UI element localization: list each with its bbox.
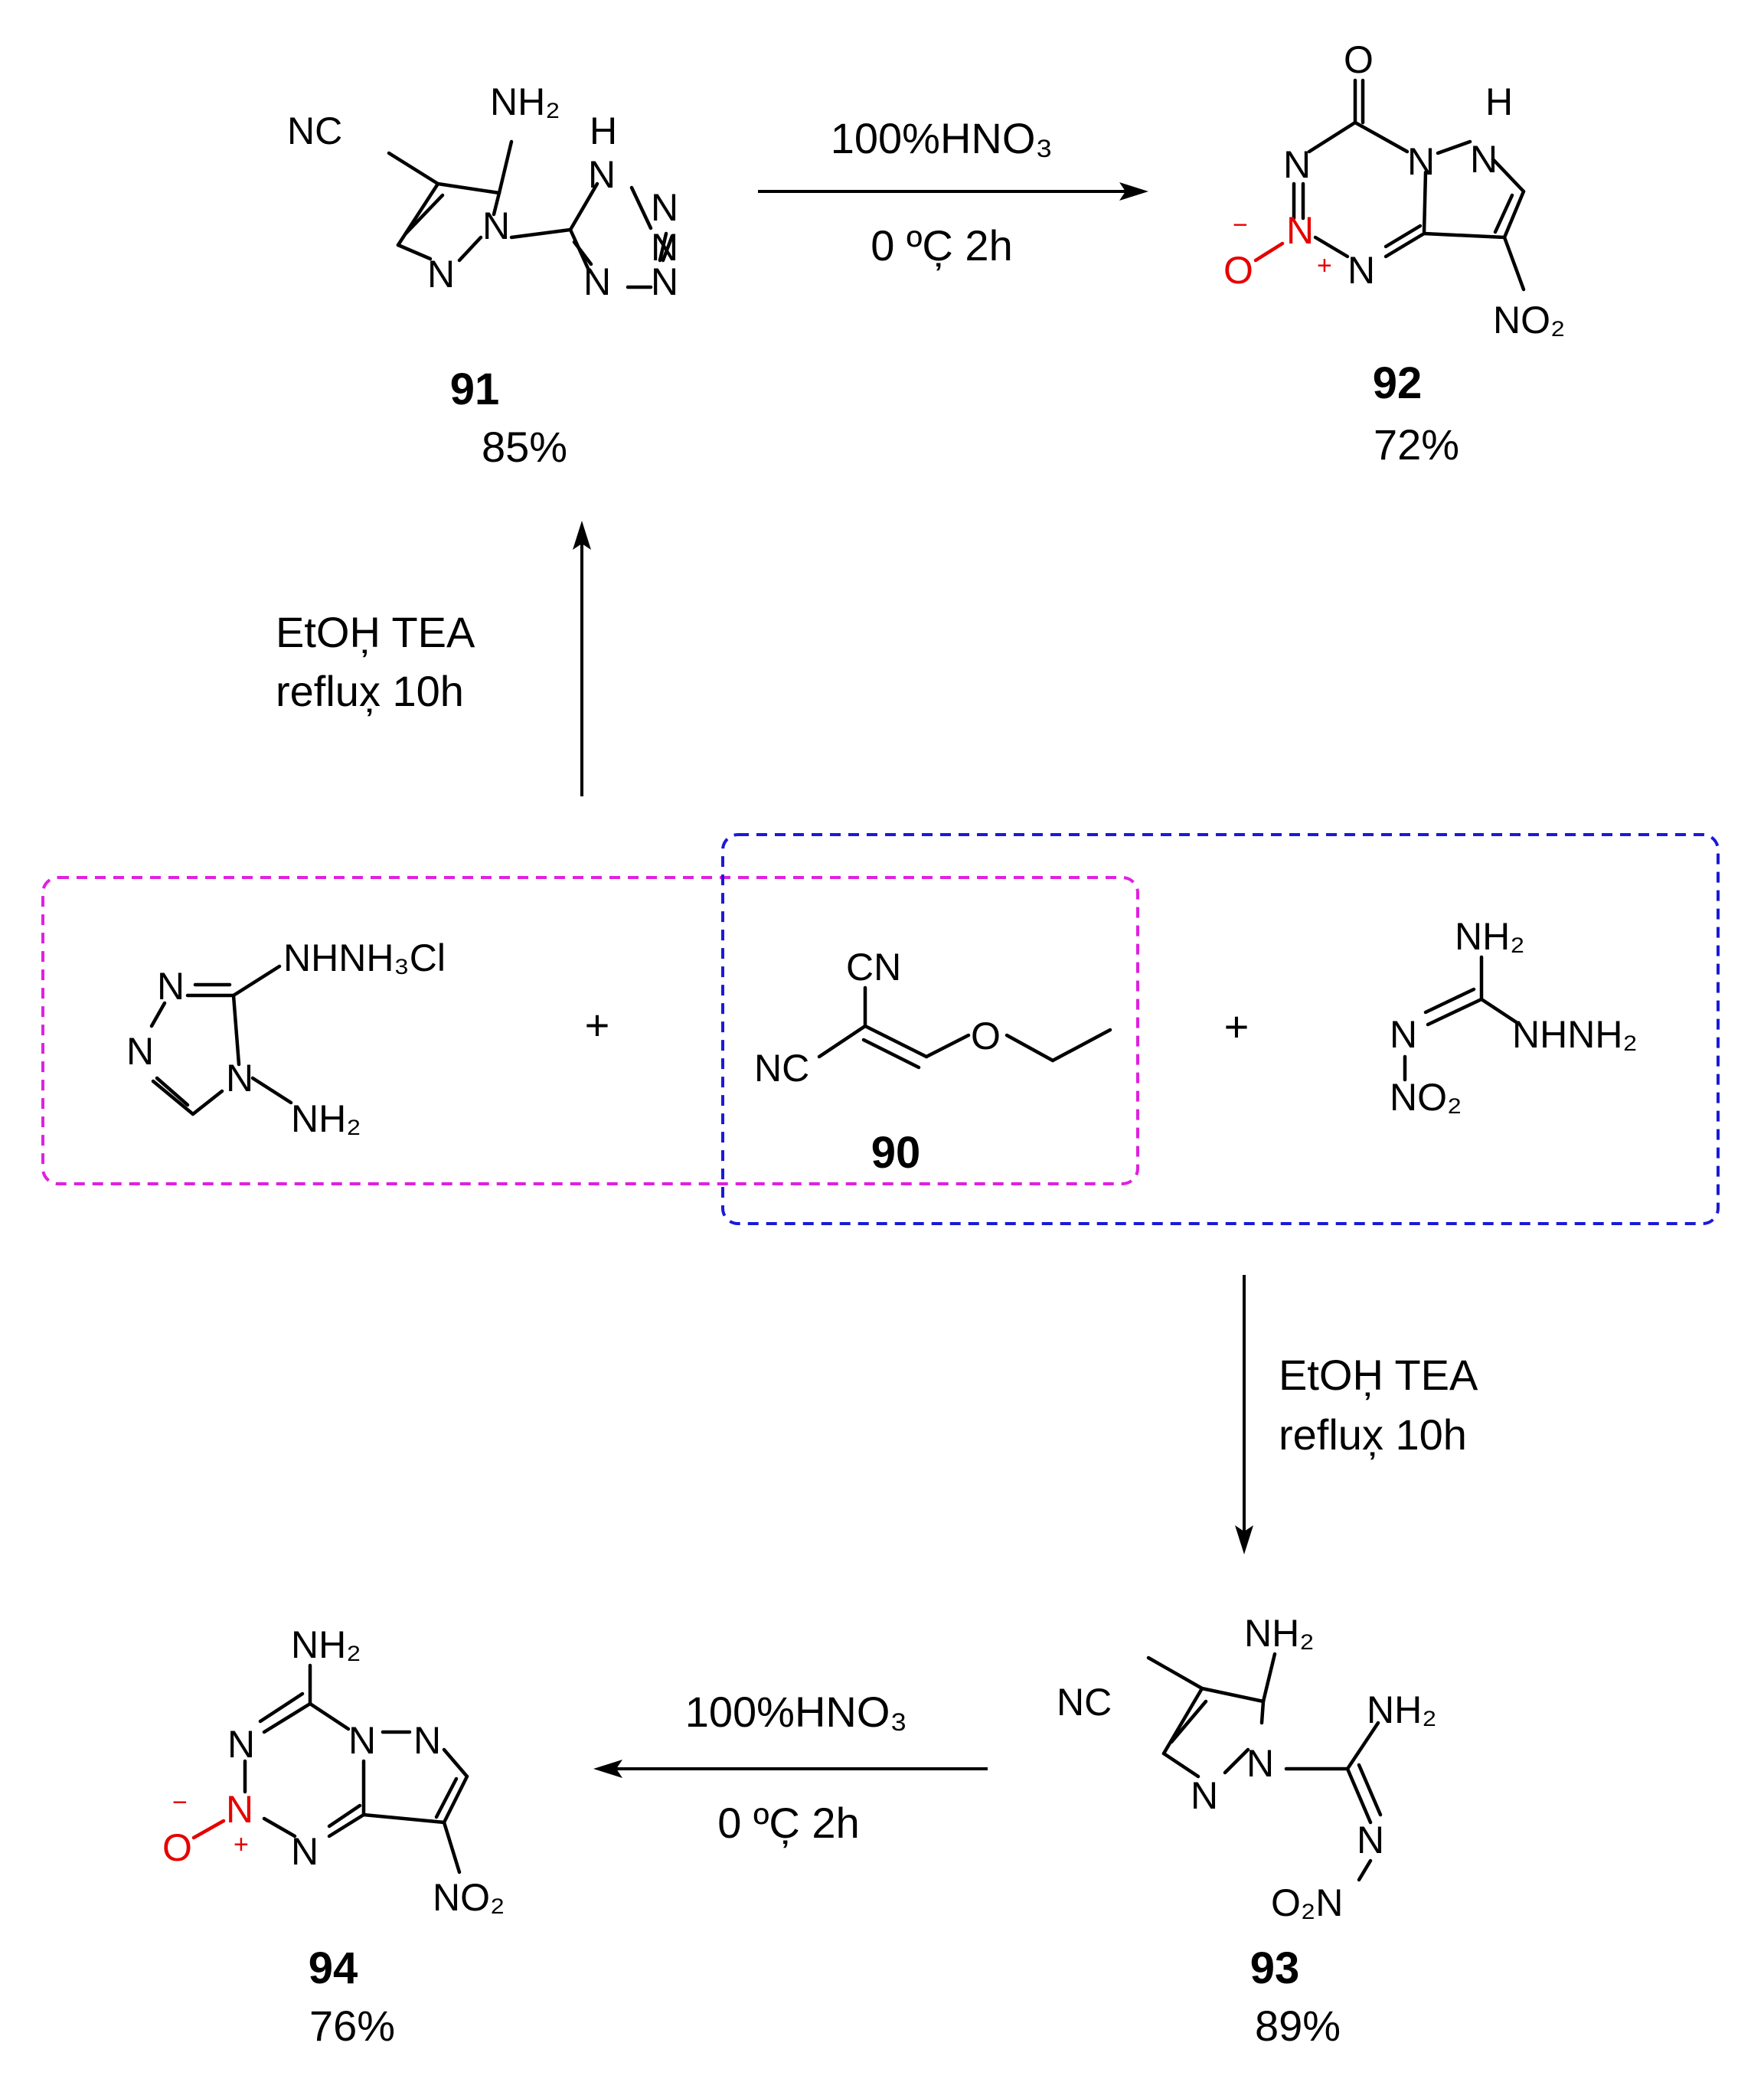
conditions-top-line1: 100%HNO₃ — [831, 114, 1053, 162]
atom-label-nc: NC — [1057, 1681, 1112, 1724]
compound-yield-92: 72% — [1374, 420, 1459, 469]
compound-90-structure: CN NC O — [754, 946, 1112, 1090]
atom-label-o2n: O₂N — [1271, 1881, 1343, 1924]
atom-label-n-oxide: N — [226, 1788, 253, 1831]
compound-91-structure: NC NH₂ N N H N N N N N — [287, 80, 678, 303]
atom-label-h: H — [590, 109, 617, 152]
conditions-down-line1: EtOH̦ TEA — [1279, 1351, 1478, 1400]
arrowhead — [573, 521, 591, 550]
atom-label-n: N — [1283, 143, 1311, 186]
atom-label-nh2: NH₂ — [1455, 915, 1525, 958]
plus-sign: + — [1224, 1002, 1250, 1051]
atom-label-nh2: NH₂ — [291, 1623, 361, 1666]
atom-label-o-minus: O — [1223, 249, 1253, 292]
conditions-bottom-line2: 0 ºC̦ 2h — [717, 1799, 859, 1848]
atom-label-o: O — [971, 1015, 1001, 1057]
conditions-up-line2: reflux̦ 10h — [276, 667, 464, 716]
atom-label-n: N — [226, 1057, 253, 1100]
charge-plus: + — [1317, 251, 1332, 280]
atom-label-no2: NO₂ — [433, 1876, 505, 1919]
atom-label-n: N — [651, 226, 678, 269]
atom-label-o: O — [1344, 38, 1374, 81]
atom-label-n: N — [1407, 140, 1435, 183]
arrowhead — [1235, 1525, 1253, 1554]
conditions-up-line1: EtOH̦ TEA — [276, 608, 475, 657]
atom-label-n: N — [651, 260, 678, 303]
atom-label-n: N — [588, 153, 616, 196]
atom-label-n-oxide: N — [1286, 209, 1314, 252]
atom-label-nc: NC — [287, 109, 342, 152]
atom-label-nh2: NH₂ — [490, 80, 560, 123]
compound-number-92: 92 — [1373, 358, 1423, 408]
atom-label-nhnh3cl: NHNH₃Cl — [283, 936, 446, 979]
atom-label-h: H — [1485, 80, 1513, 123]
atom-label-n: N — [1357, 1819, 1384, 1861]
atom-label-cn: CN — [846, 946, 901, 989]
compound-92-structure: O H N N N N − O + N NO₂ — [1223, 38, 1565, 342]
atom-label-n: N — [126, 1030, 154, 1073]
atom-label-n: N — [227, 1723, 255, 1766]
compound-yield-94: 76% — [309, 2002, 395, 2050]
compound-number-91: 91 — [450, 364, 500, 414]
reactant-group-box-blue — [721, 833, 1720, 1225]
atom-label-nh2: NH₂ — [291, 1097, 361, 1140]
atom-label-no2: NO₂ — [1493, 299, 1565, 342]
conditions-top-line2: 0 ºC̦ 2h — [871, 221, 1012, 270]
atom-label-n: N — [482, 204, 510, 247]
reactant-group-box-magenta — [41, 876, 1139, 1185]
conditions-down-line2: reflux̦ 10h — [1279, 1410, 1467, 1459]
arrowhead — [1119, 182, 1148, 201]
atom-label-nc: NC — [754, 1047, 809, 1090]
atom-label-o-minus: O — [162, 1826, 192, 1869]
arrowhead — [593, 1760, 622, 1778]
atom-label-n: N — [1390, 1013, 1417, 1056]
atom-label-n: N — [1191, 1774, 1218, 1817]
conditions-bottom-line1: 100%HNO₃ — [685, 1688, 907, 1736]
compound-number-94: 94 — [309, 1943, 358, 1993]
charge-minus: − — [172, 1788, 188, 1817]
atom-label-n: N — [651, 186, 678, 229]
atom-label-nhnh2: NHNH₂ — [1512, 1013, 1638, 1056]
atom-label-n: N — [413, 1719, 441, 1762]
atom-label-n: N — [1348, 249, 1375, 292]
reactant-nitroguanidine-structure: NH₂ NHNH₂ N NO₂ — [1390, 915, 1638, 1119]
compound-yield-91: 85% — [482, 423, 567, 471]
atom-label-n: N — [1470, 138, 1498, 181]
atom-label-nh2: NH₂ — [1367, 1688, 1437, 1731]
compound-number-93: 93 — [1250, 1943, 1300, 1993]
atom-label-no2: NO₂ — [1390, 1076, 1462, 1119]
compound-93-structure: NC NH₂ NH₂ N N N O₂N — [1057, 1612, 1437, 1924]
plus-sign: + — [585, 1001, 610, 1049]
atom-label-n: N — [291, 1830, 318, 1873]
atom-label-n: N — [1246, 1742, 1274, 1785]
compound-yield-93: 89% — [1255, 2002, 1341, 2050]
atom-label-n: N — [157, 965, 185, 1008]
compound-94-structure: NH₂ N N N N − O + N NO₂ — [162, 1623, 505, 1919]
compound-number-90: 90 — [871, 1128, 921, 1178]
charge-plus: + — [234, 1830, 249, 1859]
charge-minus: − — [1233, 211, 1248, 240]
atom-label-n: N — [348, 1719, 376, 1762]
reactant-triazole-structure: NHNH₃Cl N N N NH₂ — [126, 936, 446, 1140]
atom-label-nh2: NH₂ — [1244, 1612, 1315, 1655]
atom-label-n: N — [427, 253, 455, 296]
atom-label-n: N — [583, 260, 611, 303]
